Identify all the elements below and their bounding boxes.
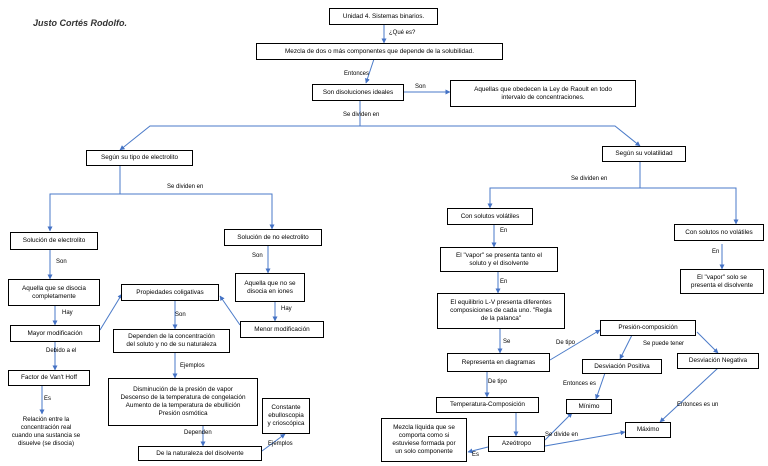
node-ideales: Son disoluciones ideales <box>312 84 404 101</box>
label-son-no-electrolito: Son <box>252 253 263 259</box>
node-volatilidad: Según su volatilidad <box>602 146 686 162</box>
node-dependen: Dependen de la concentración del soluto … <box>113 329 230 353</box>
label-debido-a-el: Debido a el <box>46 348 77 354</box>
label-hay-2: Hay <box>281 306 292 312</box>
label-en-1: En <box>500 228 508 234</box>
node-desviacion-negativa: Desviación Negativa <box>677 353 759 369</box>
link-mezcla-ideales <box>365 58 375 84</box>
node-ejemplos-lista: Disminución de la presión de vapor Desce… <box>108 378 258 426</box>
node-sol-electrolito: Solución de electrolito <box>10 232 98 250</box>
link-diagramas-presion <box>549 329 601 361</box>
node-no-volatiles: Con solutos no volátiles <box>674 224 764 241</box>
node-diagramas: Representa en diagramas <box>447 353 550 372</box>
label-se-divide-en: Se divide en <box>545 432 579 438</box>
link-presion-desvpos <box>619 334 633 360</box>
label-en-2: En <box>500 279 508 285</box>
label-es-1: Es <box>44 396 52 402</box>
node-unidad: Unidad 4. Sistemas binarios. <box>329 8 438 25</box>
node-electrolito: Según su tipo de electrolito <box>86 150 193 166</box>
node-desviacion-positiva: Desviación Positiva <box>582 359 662 374</box>
node-mezcla-liquida: Mezcla líquida que se comporta como si e… <box>381 418 467 462</box>
node-presion-composicion: Presión-composición <box>600 320 696 336</box>
label-es-2: Es <box>472 452 480 458</box>
node-naturaleza: De la naturaleza del disolvente <box>138 446 262 461</box>
node-mayor-modificacion: Mayor modificación <box>10 325 100 342</box>
label-ejemplos-1: Ejemplos <box>180 363 205 369</box>
label-son-raoult: Son <box>415 84 426 90</box>
node-temperatura-composicion: Temperatura-Composición <box>436 397 539 413</box>
label-son-electrolito: Son <box>56 259 67 265</box>
label-se: Se <box>503 339 511 345</box>
node-no-disocia: Aquella que no se disocia en iones <box>235 273 305 302</box>
label-en-3: En <box>712 249 720 255</box>
label-que-es: ¿Qué es? <box>389 30 416 36</box>
link-volatilidad-branches <box>487 162 641 209</box>
link-desvpos-minimo <box>595 372 606 400</box>
node-coligativas: Propiedades coligativas <box>121 284 219 301</box>
link-volatilidad-novol <box>640 187 739 225</box>
node-raoult: Aquellas que obedecen la Ley de Raoult e… <box>450 80 636 107</box>
label-de-tipo-1: De tipo <box>556 340 576 346</box>
link-ideales-electrolito <box>119 101 361 151</box>
node-minimo: Mínimo <box>566 399 612 414</box>
author-name: Justo Cortés Rodolfo. <box>33 18 127 28</box>
label-son-coligativas: Son <box>175 312 186 318</box>
label-ejemplos-2: Ejemplos <box>268 441 293 447</box>
label-de-tipo-2: De tipo <box>488 379 508 385</box>
node-vant-hoff: Factor de Van't Hoff <box>8 370 90 386</box>
label-se-dividen-en-1: Se dividen en <box>343 112 380 118</box>
link-electrolito-branches <box>47 166 121 232</box>
label-se-dividen-en-2: Se dividen en <box>167 184 204 190</box>
node-mezcla: Mezcla de dos o más componentes que depe… <box>256 43 503 60</box>
label-se-dividen-en-3: Se dividen en <box>571 176 608 182</box>
label-entonces: Entonces <box>344 71 370 77</box>
link-menor-coligativas <box>219 295 241 326</box>
link-azeotropo-minimo <box>544 412 573 441</box>
link-azeotropo-mezcla <box>467 446 489 454</box>
node-vapor-ambos: El "vapor" se presenta tanto el soluto y… <box>440 247 558 272</box>
node-vapor-disolvente: El "vapor" solo se presenta el disolvent… <box>680 269 764 294</box>
node-relacion: Relación entre la concentración real cua… <box>11 416 81 447</box>
node-equilibrio: El equilibrio L-V presenta diferentes co… <box>437 293 565 329</box>
link-naturaleza-constante <box>261 433 286 452</box>
label-se-puede-tener: Se puede tener <box>643 341 685 347</box>
node-constante: Constante ebulloscopia y crioscópica <box>262 398 310 434</box>
link-mayor-coligativas <box>99 293 123 331</box>
link-presion-desvneg <box>696 331 719 354</box>
node-disocia: Aquella que se disocia completamente <box>8 279 100 306</box>
label-dependen: Dependen <box>184 430 212 436</box>
node-volatiles: Con solutos volátiles <box>447 208 533 225</box>
link-azeotropo-maximo <box>544 430 626 447</box>
node-azeotropo: Azeótropo <box>488 436 545 452</box>
label-entonces-es-1: Entonces es <box>563 381 597 387</box>
node-menor-modificacion: Menor modificación <box>240 321 324 338</box>
label-hay-1: Hay <box>62 310 73 316</box>
link-desvneg-maximo <box>659 367 719 423</box>
link-ideales-volatilidad <box>360 125 641 147</box>
label-entonces-es-un: Entonces es un <box>677 402 719 408</box>
node-sol-no-electrolito: Solución de no electrolito <box>224 229 322 246</box>
link-electrolito-noel <box>120 193 275 230</box>
node-maximo: Máximo <box>625 422 671 438</box>
